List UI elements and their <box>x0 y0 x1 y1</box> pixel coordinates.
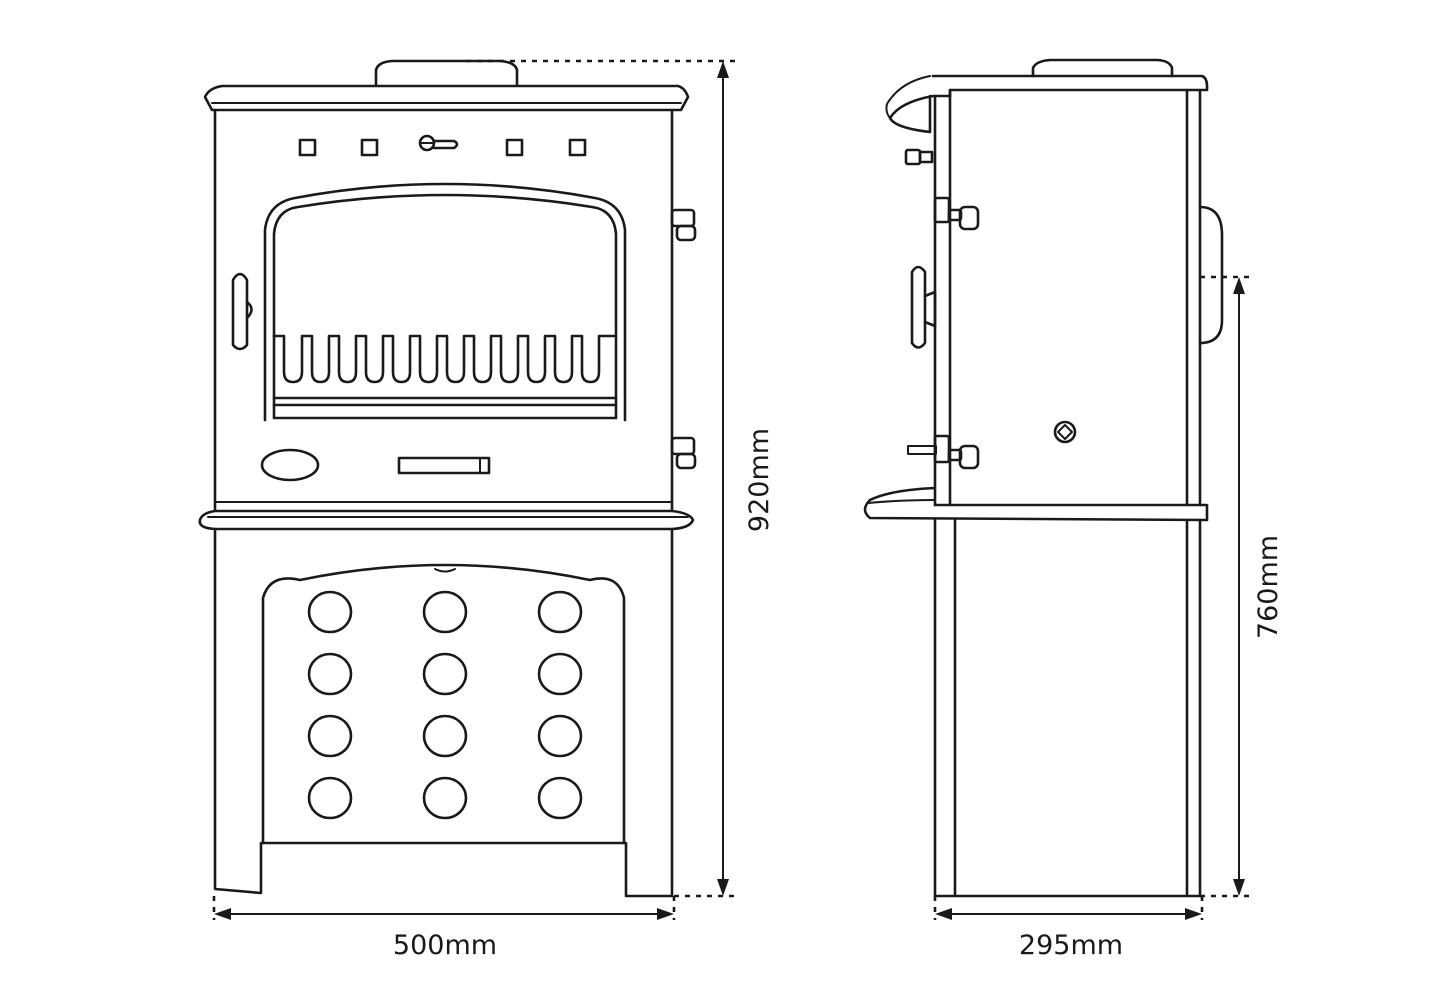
front-view <box>198 59 697 898</box>
firebox-fret <box>272 334 618 384</box>
door-handle <box>231 272 253 351</box>
air-slot <box>568 138 587 157</box>
side-depth-label: 295mm <box>1019 930 1123 961</box>
air-lever <box>418 134 459 152</box>
door-hinge-top <box>670 208 697 242</box>
front-stand <box>213 527 674 898</box>
air-vent-holes <box>307 590 583 820</box>
stand-log-store-arch <box>261 563 626 845</box>
side-flue-collar <box>1031 58 1174 78</box>
side-stand <box>933 518 1202 898</box>
air-slot <box>360 138 379 157</box>
nameplate-badge <box>260 448 320 482</box>
glass-bottom-bar <box>272 396 618 407</box>
total-height-label: 920mm <box>744 428 775 532</box>
side-hinge-top <box>933 196 980 231</box>
front-hearth-ledge <box>198 509 695 531</box>
side-view <box>863 58 1224 898</box>
hearth-height-label: 760mm <box>1253 535 1284 639</box>
air-vent-hole <box>422 714 468 758</box>
air-vent-hole <box>537 776 583 820</box>
air-vent-hole <box>422 652 468 696</box>
front-door-arch <box>263 182 627 422</box>
air-slot <box>505 138 524 157</box>
air-vent-hole <box>422 590 468 634</box>
dimension-lines <box>212 59 1254 920</box>
air-vent-hole <box>307 776 353 820</box>
dimension-labels: 500mm 295mm 920mm 760mm <box>393 428 1284 961</box>
air-vent-hole <box>537 590 583 634</box>
front-top-plate <box>203 84 690 112</box>
door-hinge-bottom <box>670 436 697 470</box>
door-glass <box>272 193 618 420</box>
air-vent-hole <box>537 714 583 758</box>
front-width-label: 500mm <box>393 930 497 961</box>
side-hinge-bottom <box>907 434 980 470</box>
air-vent-hole <box>537 652 583 696</box>
air-slot <box>298 138 317 157</box>
side-top-plate <box>888 74 1209 134</box>
riddling-knob <box>1053 420 1077 444</box>
front-flue-collar <box>374 59 519 86</box>
side-hearth-ledge <box>863 486 1209 522</box>
air-vent-hole <box>307 590 353 634</box>
air-vent-hole <box>307 714 353 758</box>
air-vent-hole <box>307 652 353 696</box>
air-vent-hole <box>422 776 468 820</box>
ashpan-slot <box>397 456 491 475</box>
side-door-handle <box>910 265 937 349</box>
rear-flue-shield <box>1198 205 1224 345</box>
side-air-spigot <box>904 148 934 166</box>
